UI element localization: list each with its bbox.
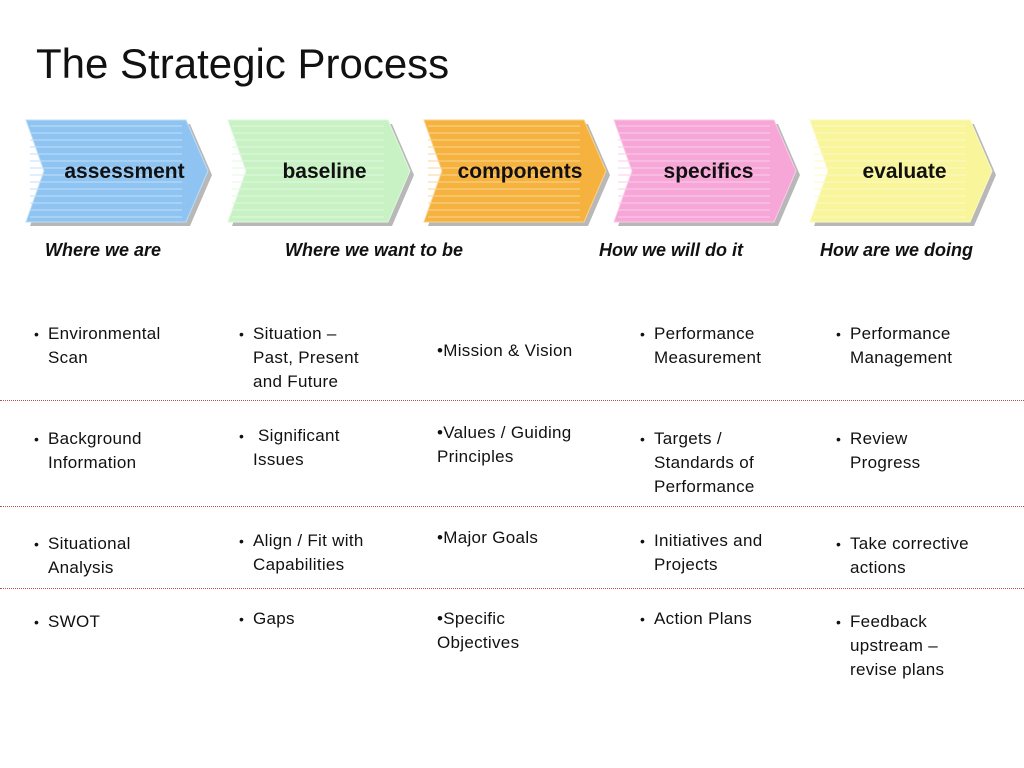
row-divider (0, 506, 1024, 507)
list-item: •Mission & Vision (437, 341, 573, 360)
stage-label-components: components (457, 160, 583, 183)
chevron-graphic (25, 119, 996, 226)
process-chevrons (0, 0, 1024, 230)
row-divider (0, 588, 1024, 589)
list-item: •Major Goals (437, 528, 539, 547)
subtitle-specifics: How we will do it (599, 240, 743, 260)
subtitle-baseline: Where we want to be (285, 240, 464, 260)
stage-label-specifics: specifics (663, 160, 754, 183)
list-item: Gaps (239, 607, 295, 631)
page-title: The Strategic Process (36, 40, 450, 87)
stage-label-baseline: baseline (282, 160, 367, 183)
chevron-baseline (227, 119, 414, 226)
row-divider (0, 400, 1024, 401)
stage-label-assessment: assessment (64, 160, 185, 183)
chevron-evaluate (809, 119, 996, 226)
subtitle-evaluate: How are we doing (820, 240, 974, 260)
list-item: Action Plans (640, 607, 752, 631)
list-item: SWOT (34, 610, 100, 634)
chevron-specifics (613, 119, 800, 226)
chevron-components (423, 119, 610, 226)
subtitle-assessment: Where we are (45, 240, 162, 260)
chevron-assessment (25, 119, 212, 226)
stage-label-evaluate: evaluate (862, 160, 947, 183)
